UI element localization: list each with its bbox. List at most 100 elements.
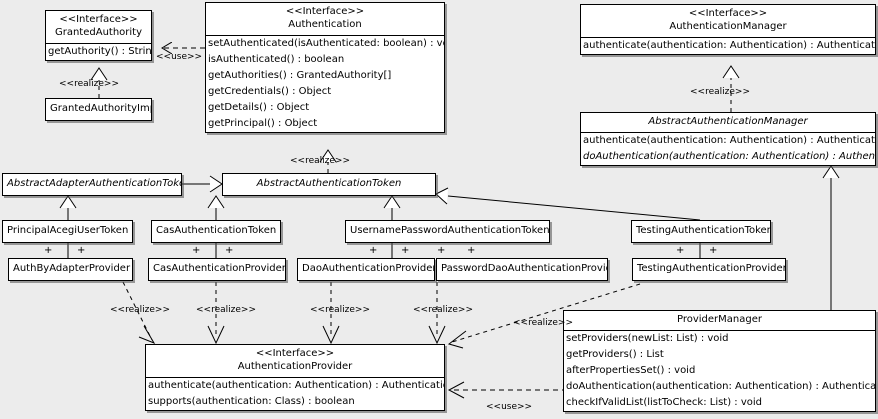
class-abstract-adapter-authentication-token[interactable]: AbstractAdapterAuthenticationToken — [2, 173, 182, 196]
edge-label-realize-authentication: <<realize>> — [290, 156, 350, 166]
class-name: AbstractAdapterAuthenticationToken — [7, 178, 182, 189]
operation-row: doAuthentication(authentication: Authent… — [566, 381, 875, 392]
class-name: AbstractAuthenticationToken — [256, 178, 402, 189]
class-header: <<Interface>> Authentication — [206, 3, 444, 35]
class-header: CasAuthenticationProvider — [149, 259, 285, 280]
operation-row: setProviders(newList: List) : void — [566, 333, 729, 344]
class-name: AuthenticationManager — [669, 21, 787, 32]
class-testing-authentication-token[interactable]: TestingAuthenticationToken — [631, 220, 771, 243]
class-auth-by-adapter-provider[interactable]: AuthByAdapterProvider — [8, 258, 133, 281]
class-abstract-authentication-token[interactable]: AbstractAuthenticationToken — [222, 173, 436, 196]
edge-label-realize-cas-provider: <<realize>> — [196, 305, 256, 315]
class-name: CasAuthenticationToken — [156, 225, 277, 236]
operations-compartment: setProviders(newList: List) : void getPr… — [564, 330, 875, 411]
class-header: UsernamePasswordAuthenticationToken — [346, 221, 549, 242]
class-name: PrincipalAcegiUserToken — [7, 225, 129, 236]
class-header: ProviderManager — [564, 311, 875, 330]
operations-compartment: authenticate(authentication: Authenticat… — [581, 37, 875, 54]
class-name: GrantedAuthorityImpl — [50, 103, 152, 114]
class-abstract-authentication-manager[interactable]: AbstractAuthenticationManager authentica… — [580, 112, 876, 166]
class-granted-authority-impl[interactable]: GrantedAuthorityImpl — [45, 98, 152, 121]
operations-compartment: setAuthenticated(isAuthenticated: boolea… — [206, 35, 444, 132]
association-marker: + — [77, 245, 86, 256]
class-name: TestingAuthenticationToken — [636, 225, 771, 236]
association-marker: + — [369, 245, 378, 256]
class-cas-authentication-provider[interactable]: CasAuthenticationProvider — [148, 258, 286, 281]
operation-row: setAuthenticated(isAuthenticated: boolea… — [208, 38, 444, 49]
class-name: GrantedAuthority — [54, 27, 143, 38]
class-header: AbstractAuthenticationToken — [223, 174, 435, 195]
class-authentication-manager[interactable]: <<Interface>> AuthenticationManager auth… — [580, 4, 876, 55]
operations-compartment: authenticate(authentication: Authenticat… — [581, 132, 875, 165]
operation-row: getProviders() : List — [566, 349, 664, 360]
operation-row: getCredentials() : Object — [208, 86, 332, 97]
class-header: DaoAuthenticationProvider — [298, 259, 434, 280]
class-name: AuthenticationProvider — [237, 361, 353, 372]
class-name: AuthByAdapterProvider — [13, 263, 131, 274]
edge-label-use-granted-authority: <<use>> — [156, 52, 203, 62]
edge-label-realize-granted-authority-impl: <<realize>> — [59, 79, 119, 89]
association-marker: + — [467, 245, 476, 256]
stereotype-label: <<Interface>> — [255, 348, 335, 359]
association-marker: + — [44, 245, 53, 256]
operation-row: afterPropertiesSet() : void — [566, 365, 696, 376]
operations-compartment: authenticate(authentication: Authenticat… — [146, 377, 444, 410]
operation-row: doAuthentication(authentication: Authent… — [583, 151, 875, 162]
operation-row: authenticate(authentication: Authenticat… — [148, 380, 444, 391]
stereotype-label: <<Interface>> — [688, 8, 768, 19]
operation-row: checkIfValidList(listToCheck: List) : vo… — [566, 397, 763, 408]
class-name: CasAuthenticationProvider — [153, 263, 286, 274]
operations-compartment: getAuthority() : String — [46, 43, 151, 60]
class-header: PrincipalAcegiUserToken — [3, 221, 132, 242]
class-authentication-provider[interactable]: <<Interface>> AuthenticationProvider aut… — [145, 344, 445, 411]
association-marker: + — [192, 245, 201, 256]
edge-label-realize-auth-by-adapter: <<realize>> — [110, 305, 170, 315]
class-provider-manager[interactable]: ProviderManager setProviders(newList: Li… — [563, 310, 876, 412]
class-authentication[interactable]: <<Interface>> Authentication setAuthenti… — [205, 2, 445, 133]
edge-label-use-provider-manager: <<use>> — [486, 402, 533, 412]
class-dao-authentication-provider[interactable]: DaoAuthenticationProvider — [297, 258, 435, 281]
class-header: AbstractAdapterAuthenticationToken — [3, 174, 181, 195]
operation-row: getDetails() : Object — [208, 102, 310, 113]
class-name: TestingAuthenticationProvider — [637, 263, 786, 274]
class-header: CasAuthenticationToken — [152, 221, 280, 242]
operation-row: isAuthenticated() : boolean — [208, 54, 345, 65]
operation-row: authenticate(authentication: Authenticat… — [583, 135, 875, 146]
operation-row: getAuthorities() : GrantedAuthority[] — [208, 70, 392, 81]
association-marker: + — [225, 245, 234, 256]
class-header: <<Interface>> AuthenticationManager — [581, 5, 875, 37]
association-marker: + — [709, 245, 718, 256]
class-header: <<Interface>> GrantedAuthority — [46, 11, 151, 43]
edge-label-realize-password-dao-provider: <<realize>> — [413, 305, 473, 315]
operation-row: getPrincipal() : Object — [208, 118, 318, 129]
class-name: Authentication — [288, 19, 362, 30]
edge-label-realize-authentication-manager: <<realize>> — [690, 87, 750, 97]
class-name: ProviderManager — [676, 314, 762, 325]
operation-row: getAuthority() : String — [48, 46, 151, 57]
association-marker: + — [401, 245, 410, 256]
class-header: AbstractAuthenticationManager — [581, 113, 875, 132]
class-granted-authority[interactable]: <<Interface>> GrantedAuthority getAuthor… — [45, 10, 152, 61]
class-name: AbstractAuthenticationManager — [648, 116, 808, 127]
class-cas-authentication-token[interactable]: CasAuthenticationToken — [151, 220, 281, 243]
association-marker: + — [676, 245, 685, 256]
edge-label-realize-dao-provider: <<realize>> — [310, 305, 370, 315]
stereotype-label: <<Interface>> — [59, 14, 138, 25]
operation-row: authenticate(authentication: Authenticat… — [583, 40, 875, 51]
class-header: <<Interface>> AuthenticationProvider — [146, 345, 444, 377]
class-header: PasswordDaoAuthenticationProvider — [437, 259, 607, 280]
class-username-password-authentication-token[interactable]: UsernamePasswordAuthenticationToken — [345, 220, 550, 243]
class-principal-acegi-user-token[interactable]: PrincipalAcegiUserToken — [2, 220, 133, 243]
class-header: TestingAuthenticationProvider — [633, 259, 785, 280]
operation-row: supports(authentication: Class) : boolea… — [148, 396, 355, 407]
class-name: DaoAuthenticationProvider — [302, 263, 435, 274]
class-password-dao-authentication-provider[interactable]: PasswordDaoAuthenticationProvider — [436, 258, 608, 281]
edge-label-realize-testing-provider: <<realize>> — [513, 318, 573, 328]
class-name: PasswordDaoAuthenticationProvider — [441, 263, 608, 274]
class-header: TestingAuthenticationToken — [632, 221, 770, 242]
class-testing-authentication-provider[interactable]: TestingAuthenticationProvider — [632, 258, 786, 281]
class-header: AuthByAdapterProvider — [9, 259, 132, 280]
association-marker: + — [437, 245, 446, 256]
class-header: GrantedAuthorityImpl — [46, 99, 151, 120]
